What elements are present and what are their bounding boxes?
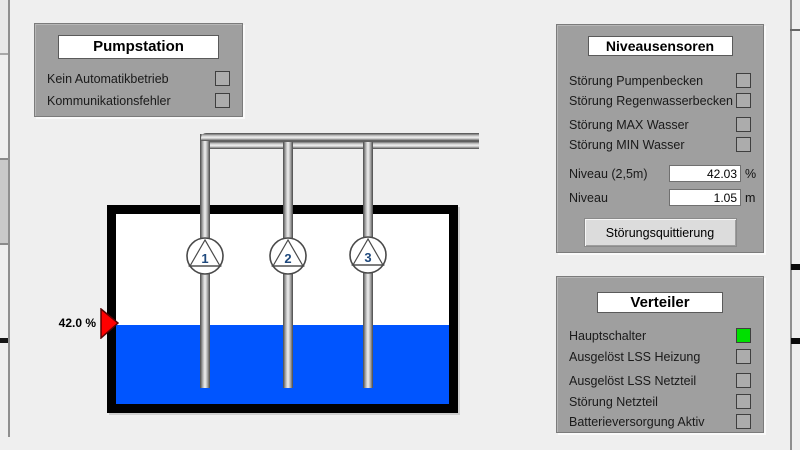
pumpstation-panel: Pumpstation Kein Automatikbetrieb Kommun… xyxy=(34,23,243,117)
pump-symbol-3[interactable]: 3 xyxy=(348,235,388,275)
row-label: Kein Automatikbetrieb xyxy=(47,71,169,86)
value-row-niveau-meter: Niveau 1.05 m xyxy=(557,189,763,206)
pumpstation-row-automatik: Kein Automatikbetrieb xyxy=(35,71,242,86)
row-label: Störung MAX Wasser xyxy=(569,117,689,132)
pump-number: 1 xyxy=(201,251,208,266)
row-label: Kommunikationsfehler xyxy=(47,93,171,108)
stoerungsquittierung-button[interactable]: Störungsquittierung xyxy=(583,218,737,247)
status-indicator xyxy=(736,349,751,364)
alarm-row-min-wasser: Störung MIN Wasser xyxy=(557,137,763,152)
left-edge-tick xyxy=(0,338,8,343)
verteiler-row-hauptschalter: Hauptschalter xyxy=(557,328,763,343)
pumpstation-row-kommunikation: Kommunikationsfehler xyxy=(35,93,242,108)
status-indicator xyxy=(736,93,751,108)
pump-circle-icon xyxy=(349,236,387,274)
niveau-percent-field[interactable]: 42.03 xyxy=(669,165,741,182)
row-label: Störung Regenwasserbecken xyxy=(569,93,733,108)
value-label: Niveau (2,5m) xyxy=(569,166,648,181)
row-label: Hauptschalter xyxy=(569,328,647,343)
water-level-fill xyxy=(116,325,449,404)
value-row-niveau-percent: Niveau (2,5m) 42.03 % xyxy=(557,165,763,182)
row-label: Störung MIN Wasser xyxy=(569,137,685,152)
row-label: Ausgelöst LSS Heizung xyxy=(569,349,701,364)
pump-triangle-icon xyxy=(188,238,222,267)
status-indicator xyxy=(736,328,751,343)
row-label: Störung Pumpenbecken xyxy=(569,73,704,88)
status-indicator xyxy=(736,73,751,88)
discharge-header-pipe-upper xyxy=(201,133,479,141)
niveausensoren-panel: Niveausensoren Störung Pumpenbecken Stör… xyxy=(556,24,764,253)
level-arrow-icon xyxy=(100,308,119,339)
status-indicator xyxy=(215,93,230,108)
right-edge-divider xyxy=(790,0,792,450)
status-indicator xyxy=(736,137,751,152)
verteiler-row-lss-heizung: Ausgelöst LSS Heizung xyxy=(557,349,763,364)
left-edge-divider xyxy=(8,0,10,437)
alarm-row-max-wasser: Störung MAX Wasser xyxy=(557,117,763,132)
row-label: Batterieversorgung Aktiv xyxy=(569,414,705,429)
pump-number: 2 xyxy=(284,251,291,266)
pump-circle-icon xyxy=(186,237,224,275)
value-label: Niveau xyxy=(569,190,608,205)
left-edge-block-mid xyxy=(0,158,8,245)
status-indicator xyxy=(215,71,230,86)
niveausensoren-title: Niveausensoren xyxy=(587,36,733,56)
pump-symbol-2[interactable]: 2 xyxy=(268,236,308,276)
unit-label: % xyxy=(745,166,757,181)
level-percent-label: 42.0 % xyxy=(58,316,96,330)
pumpstation-title: Pumpstation xyxy=(58,35,219,59)
verteiler-title: Verteiler xyxy=(597,292,723,313)
status-indicator xyxy=(736,373,751,388)
left-edge-block-top xyxy=(0,0,8,55)
row-label: Störung Netzteil xyxy=(569,394,658,409)
verteiler-panel: Verteiler Hauptschalter Ausgelöst LSS He… xyxy=(556,276,764,433)
right-edge-tick-2 xyxy=(791,264,800,270)
pump-triangle-icon xyxy=(351,237,385,266)
right-edge-tick-1 xyxy=(790,29,800,31)
discharge-header-pipe-lower xyxy=(207,141,479,149)
status-indicator xyxy=(736,414,751,429)
pump-circle-icon xyxy=(269,237,307,275)
right-edge-tick-3 xyxy=(791,338,800,344)
pump-symbol-1[interactable]: 1 xyxy=(185,236,225,276)
status-indicator xyxy=(736,394,751,409)
alarm-row-regenwasserbecken: Störung Regenwasserbecken xyxy=(557,93,763,108)
pump-triangle-icon xyxy=(271,238,305,267)
alarm-row-pumpenbecken: Störung Pumpenbecken xyxy=(557,73,763,88)
verteiler-row-batterieversorgung: Batterieversorgung Aktiv xyxy=(557,414,763,429)
unit-label: m xyxy=(745,190,756,205)
pump-number: 3 xyxy=(364,250,371,265)
niveau-meter-field[interactable]: 1.05 xyxy=(669,189,741,206)
verteiler-row-lss-netzteil: Ausgelöst LSS Netzteil xyxy=(557,373,763,388)
status-indicator xyxy=(736,117,751,132)
row-label: Ausgelöst LSS Netzteil xyxy=(569,373,697,388)
verteiler-row-stoerung-netzteil: Störung Netzteil xyxy=(557,394,763,409)
